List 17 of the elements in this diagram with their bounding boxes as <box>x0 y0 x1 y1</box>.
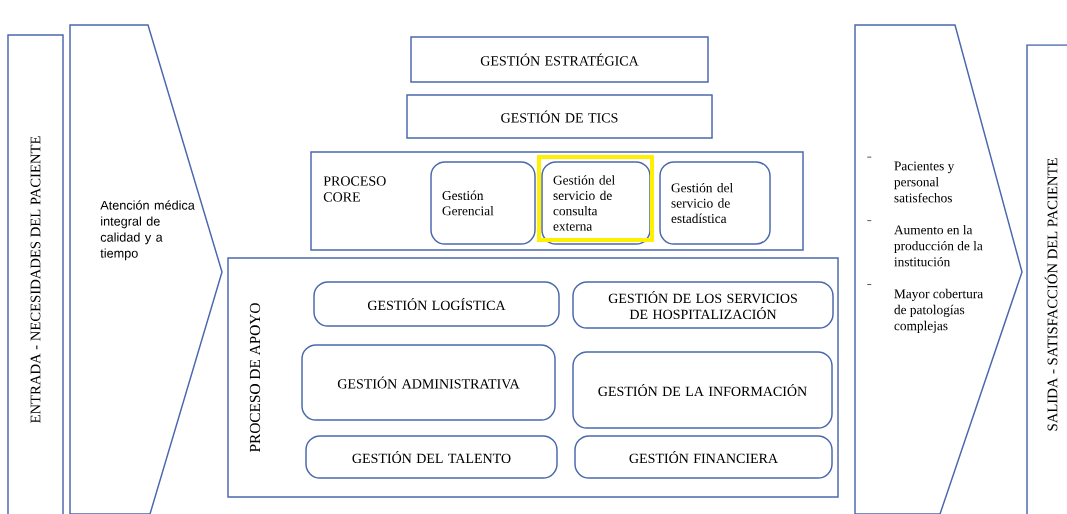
process-box: GESTIÓN ADMINISTRATIVA <box>301 344 556 421</box>
chevron-shape <box>854 24 1023 514</box>
process-box: GESTIÓN LOGÍSTICA <box>313 281 560 327</box>
process-box: Gestión del servicio de estadística <box>659 161 771 245</box>
process-box: GESTIÓN DE LOS SERVICIOS DE HOSPITALIZACIÓN <box>572 281 834 329</box>
list-item: Pacientes y personal satisfechos <box>894 161 955 203</box>
process-box: Gestión del servicio de consulta externa <box>541 161 651 245</box>
list-item: Mayor cobertura de patologías complejas <box>894 288 983 333</box>
process-box: GESTIÓN DE LA INFORMACIÓN <box>572 351 833 429</box>
process-box: GESTIÓN FINANCIERA <box>574 435 833 479</box>
process-box: GESTIÓN ESTRATÉGICA <box>410 36 709 83</box>
output-band: SALIDA - SATISFACCIÓN DEL PACIENTE <box>1026 44 1067 514</box>
process-box: GESTIÓN DEL TALENTO <box>305 435 558 479</box>
input-band: ENTRADA - NECESIDADES DEL PACIENTE <box>7 34 64 514</box>
process-box: Gestión Gerencial <box>430 161 536 245</box>
list-item: Aumento en la producción de la institución <box>894 224 983 267</box>
process-box: GESTIÓN DE TICS <box>406 94 713 139</box>
